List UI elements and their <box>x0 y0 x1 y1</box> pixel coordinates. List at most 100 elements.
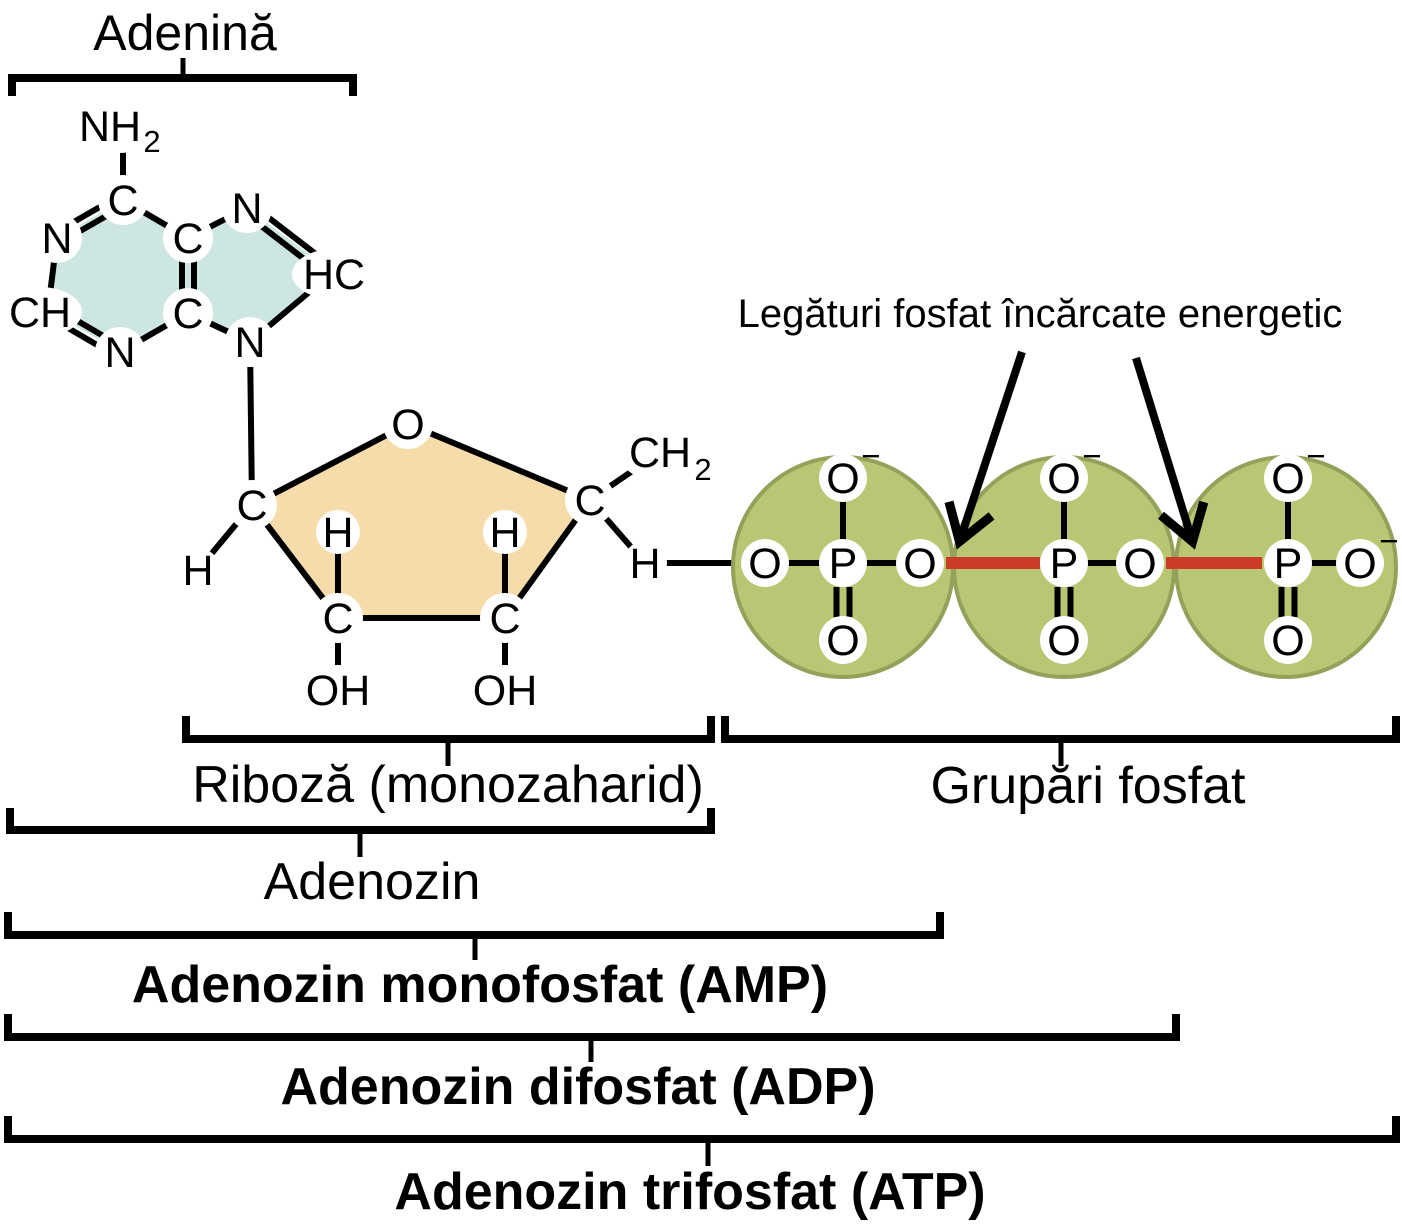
ribose-bracket <box>182 716 715 743</box>
atom-o-minus-sup-1: − <box>861 437 880 474</box>
atom-c-fused-lower: C <box>172 290 203 338</box>
atom-halo <box>819 454 867 502</box>
atom-p1: P <box>829 540 858 588</box>
atom-c-fused-upper: C <box>172 215 203 263</box>
adp-bracket <box>4 1014 1180 1041</box>
atom-halo <box>1336 539 1384 587</box>
atom-halo <box>565 475 615 525</box>
atp-bracket <box>4 1116 1400 1143</box>
atom-halo <box>1040 539 1088 587</box>
atom-halo <box>95 327 145 377</box>
atom-halo <box>463 665 547 715</box>
atom-oh-right: OH <box>473 667 538 715</box>
atom-halo <box>292 249 376 299</box>
atom-halo <box>383 399 433 449</box>
atom-halo <box>1264 539 1312 587</box>
energy-annotation: Legături fosfat încărcate energetic <box>738 292 1343 550</box>
atom-ch2-subscript: 2 <box>694 452 711 487</box>
atom-halo <box>1040 454 1088 502</box>
atom-halo <box>163 213 213 263</box>
adenine-bracket <box>8 74 357 96</box>
atom-halo <box>296 665 380 715</box>
atom-c3: C <box>489 595 520 643</box>
atom-o-terminal-minus: − <box>1379 522 1398 559</box>
atom-halo <box>1264 454 1312 502</box>
atom-c2: C <box>322 595 353 643</box>
atom-o-ring: O <box>391 401 424 449</box>
adenosine-label: Adenozin <box>264 853 481 911</box>
atom-halo <box>819 616 867 664</box>
atom-o-double-2: O <box>1047 617 1080 665</box>
atom-o-double-1: O <box>826 617 859 665</box>
atom-halo <box>1040 616 1088 664</box>
atom-o-minus-sup-3: − <box>1306 437 1325 474</box>
atom-halo <box>623 541 667 585</box>
atom-h-left: H <box>182 547 213 595</box>
atom-halo <box>66 99 170 153</box>
atom-n-ring5-bottom: N <box>234 319 265 367</box>
energy-arrow-1 <box>944 350 1026 550</box>
atom-halo <box>163 288 213 338</box>
atom-halo <box>620 429 720 483</box>
atom-hc-right: HC <box>303 251 365 299</box>
ribose-pentagon <box>249 421 593 621</box>
phosphates-bracket <box>721 716 1400 743</box>
atom-o-bridge-2: O <box>1123 540 1156 588</box>
atom-halo <box>98 175 148 225</box>
atom-halo <box>483 510 527 554</box>
atom-halo <box>225 317 275 367</box>
atom-oh-left: OH <box>306 667 371 715</box>
atom-p2: P <box>1050 540 1079 588</box>
atom-n-ring5-top: N <box>231 185 262 233</box>
atom-p3: P <box>1274 540 1303 588</box>
atom-ch-lower-left: CH <box>9 289 71 337</box>
atom-halo <box>819 539 867 587</box>
adenine-ring: NH 2 C N CH N C C N HC N <box>0 99 376 506</box>
ribose-ring: O C C C C H H H H OH OH CH 2 <box>176 399 765 715</box>
atom-h-right: H <box>629 540 660 588</box>
atom-o-terminal: O <box>1343 540 1376 588</box>
energy-arrow-2 <box>1132 356 1209 550</box>
atom-halo <box>316 510 360 554</box>
atom-o-minus-top-3: O <box>1271 455 1304 503</box>
atom-o-minus-sup-2: − <box>1082 437 1101 474</box>
atom-n-upper-left: N <box>41 215 72 263</box>
atom-c1: C <box>236 482 267 530</box>
atom-halo <box>32 213 82 263</box>
atom-halo <box>741 539 789 587</box>
adenine-hexagon-fill <box>48 200 188 352</box>
phosphates-label: Grupări fosfat <box>930 757 1246 815</box>
atom-nh2-subscript: 2 <box>143 124 160 159</box>
atom-o-minus-top-1: O <box>826 455 859 503</box>
amp-label: Adenozin monofosfat (AMP) <box>132 956 828 1014</box>
atom-halo <box>222 183 272 233</box>
atom-h-inner-right: H <box>489 509 520 557</box>
amp-bracket <box>4 912 944 939</box>
atom-halo <box>176 548 220 592</box>
atom-c-top: C <box>107 177 138 225</box>
adenine-label: Adenină <box>93 5 277 61</box>
ribose-label: Riboză (monozaharid) <box>192 756 704 814</box>
bond-adenine-ribose <box>247 341 255 506</box>
atom-h-inner-left: H <box>322 509 353 557</box>
adenine-pentagon-fill <box>188 208 333 342</box>
adp-label: Adenozin difosfat (ADP) <box>280 1058 875 1116</box>
atom-ch2: CH <box>629 429 691 477</box>
phosphate-groups: O P O P O P O − O − O − O − O O O <box>731 437 1399 679</box>
atom-c4: C <box>574 477 605 525</box>
atom-n-bottom: N <box>104 329 135 377</box>
atom-halo <box>313 593 363 643</box>
atom-halo <box>480 593 530 643</box>
atom-halo <box>227 480 277 530</box>
atom-o-minus-top-2: O <box>1047 455 1080 503</box>
atom-halo <box>0 287 82 337</box>
atom-nh2: NH <box>79 103 141 151</box>
atom-o-double-3: O <box>1271 617 1304 665</box>
atom-halo <box>1264 616 1312 664</box>
brackets-and-labels: Adenină Riboză (monozaharid) Grupări fos… <box>4 5 1400 1221</box>
atom-o-bridge-left: O <box>748 540 781 588</box>
energy-bonds-label: Legături fosfat încărcate energetic <box>738 292 1343 336</box>
atom-halo <box>1116 539 1164 587</box>
